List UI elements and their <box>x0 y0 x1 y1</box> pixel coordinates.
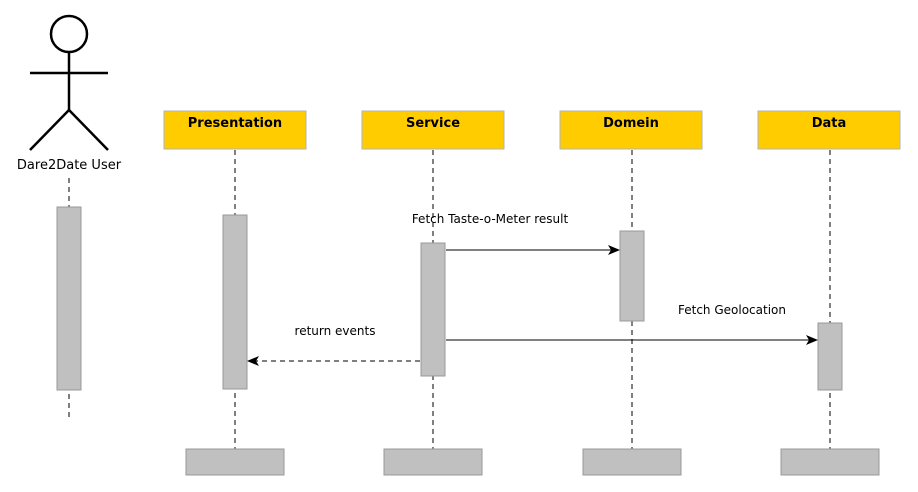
participant-service: Service <box>361 110 505 150</box>
actor-head <box>49 14 89 54</box>
message-label: return events <box>295 324 376 338</box>
participant-box <box>163 110 307 150</box>
actor-dare2date-user: Dare2Date User <box>17 14 122 173</box>
activation-actor <box>56 206 82 391</box>
message-fetch-geo: Fetch Geolocation <box>446 303 818 345</box>
participant-box <box>757 110 901 150</box>
participant-presentation: Presentation <box>163 110 307 150</box>
footer-domein <box>582 448 682 476</box>
participant-label: Domein <box>603 116 659 131</box>
participant-label: Service <box>406 116 460 131</box>
participant-box <box>559 110 703 150</box>
message-label: Fetch Taste-o-Meter result <box>412 212 569 226</box>
message-label: Fetch Geolocation <box>678 303 786 317</box>
footer-boxes <box>185 448 880 476</box>
actor-left-leg <box>29 109 70 151</box>
participant-box <box>361 110 505 150</box>
actor-label: Dare2Date User <box>17 158 122 173</box>
participant-label: Data <box>812 116 847 131</box>
participant-data: Data <box>757 110 901 150</box>
footer-data <box>780 448 880 476</box>
footer-service <box>383 448 483 476</box>
actor-right-leg <box>68 109 109 151</box>
activation-presentation <box>222 214 248 390</box>
message-fetch-taste: Fetch Taste-o-Meter result <box>412 212 620 255</box>
activations <box>56 206 843 391</box>
activation-service <box>420 242 446 377</box>
activation-data <box>817 322 843 391</box>
lifelines <box>68 150 831 450</box>
activation-domein <box>619 230 645 322</box>
message-return-events: return events <box>247 324 420 366</box>
footer-presentation <box>185 448 285 476</box>
participant-label: Presentation <box>188 116 282 131</box>
participant-domein: Domein <box>559 110 703 150</box>
